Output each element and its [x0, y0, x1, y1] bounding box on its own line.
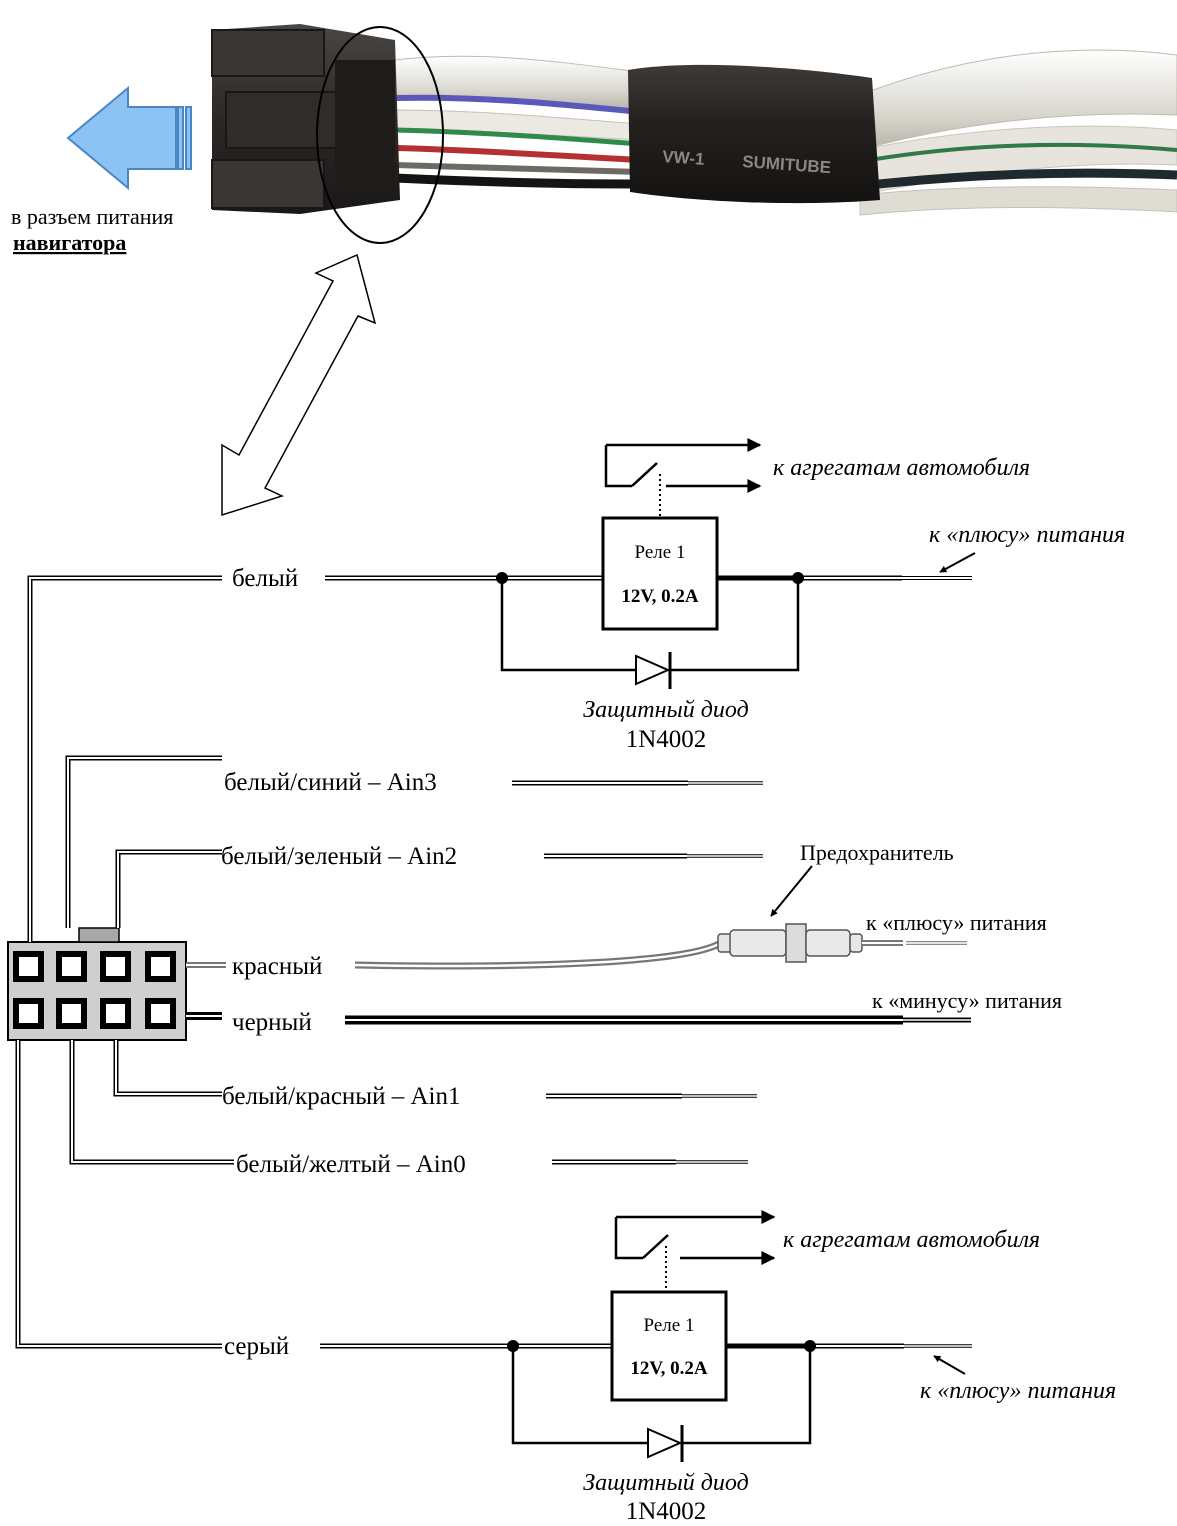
wire-white-red [113, 1040, 757, 1099]
wire-label-white-yellow: белый/желтый – Ain0 [236, 1151, 466, 1178]
top-relay-box [601, 516, 719, 631]
bottom-junction-right [804, 1340, 816, 1352]
sleeve-text-vw1: VW-1 [662, 147, 705, 169]
wire-white-blue [65, 755, 763, 928]
wire-label-white-blue: белый/синий – Ain3 [224, 769, 437, 796]
bottom-power-label: к «плюсу» питания [920, 1378, 1116, 1404]
wire-label-gray: серый [224, 1333, 289, 1360]
top-output-label: к агрегатам автомобиля [773, 455, 1030, 481]
bottom-relay-contacts [614, 1210, 776, 1292]
wire-white-green [115, 849, 763, 928]
wire-label-white-green: белый/зеленый – Ain2 [221, 843, 457, 870]
wire-white-yellow [69, 1040, 748, 1165]
cable-wire-bundle [394, 49, 1177, 216]
connector-pins [13, 951, 176, 1029]
blue-arrow-body [66, 85, 177, 191]
bottom-diode [647, 1425, 684, 1462]
fuse-pointer-arrow [770, 865, 813, 917]
fuse-label: Предохранитель [800, 840, 954, 865]
bottom-power-arrow [933, 1355, 966, 1375]
top-power-label: к «плюсу» питания [929, 522, 1125, 548]
wire-label-red: красный [232, 953, 322, 980]
bottom-relay-name: Реле 1 [644, 1315, 695, 1336]
bottom-output-label: к агрегатам автомобиля [783, 1227, 1040, 1253]
top-relay-contacts [604, 438, 762, 518]
photo-label-line2: навигатора [13, 230, 126, 255]
wire-label-white: белый [232, 565, 298, 592]
bottom-relay-rating: 12V, 0.2A [630, 1358, 708, 1379]
wire-gray [15, 1040, 972, 1349]
black-target-label: к «минусу» питания [872, 988, 1062, 1013]
top-relay-rating: 12V, 0.2A [621, 586, 699, 607]
fuse [717, 923, 967, 963]
top-relay-name: Реле 1 [635, 542, 686, 563]
bottom-relay-circuit [507, 1210, 816, 1462]
red-target-label: к «плюсу» питания [866, 910, 1047, 935]
top-power-arrow [939, 552, 976, 573]
bottom-relay-box [610, 1290, 728, 1402]
cable-sleeve [628, 64, 880, 204]
connector-highlight-ellipse [316, 26, 444, 244]
cable-plug [211, 24, 400, 214]
top-junction-left [496, 572, 508, 584]
wire-label-white-red: белый/красный – Ain1 [222, 1083, 460, 1110]
wire-black [186, 1012, 971, 1025]
top-diode-label: Защитный диод [583, 697, 748, 723]
wire-red [186, 939, 725, 970]
wire-label-black: черный [232, 1009, 312, 1036]
bottom-junction-left [507, 1340, 519, 1352]
bottom-diode-model: 1N4002 [626, 1498, 707, 1525]
direction-arrow [66, 85, 192, 191]
top-junction-right [792, 572, 804, 584]
bottom-diode-label: Защитный диод [583, 1470, 748, 1496]
top-diode [635, 652, 672, 689]
photo-label-line1: в разъем питания [11, 204, 173, 229]
top-diode-model: 1N4002 [626, 726, 707, 753]
cable-photo: VW-1 SUMITUBE [211, 24, 1177, 244]
connector-block [7, 927, 187, 1041]
top-relay-circuit [496, 438, 804, 689]
connection-double-arrow [221, 253, 377, 517]
